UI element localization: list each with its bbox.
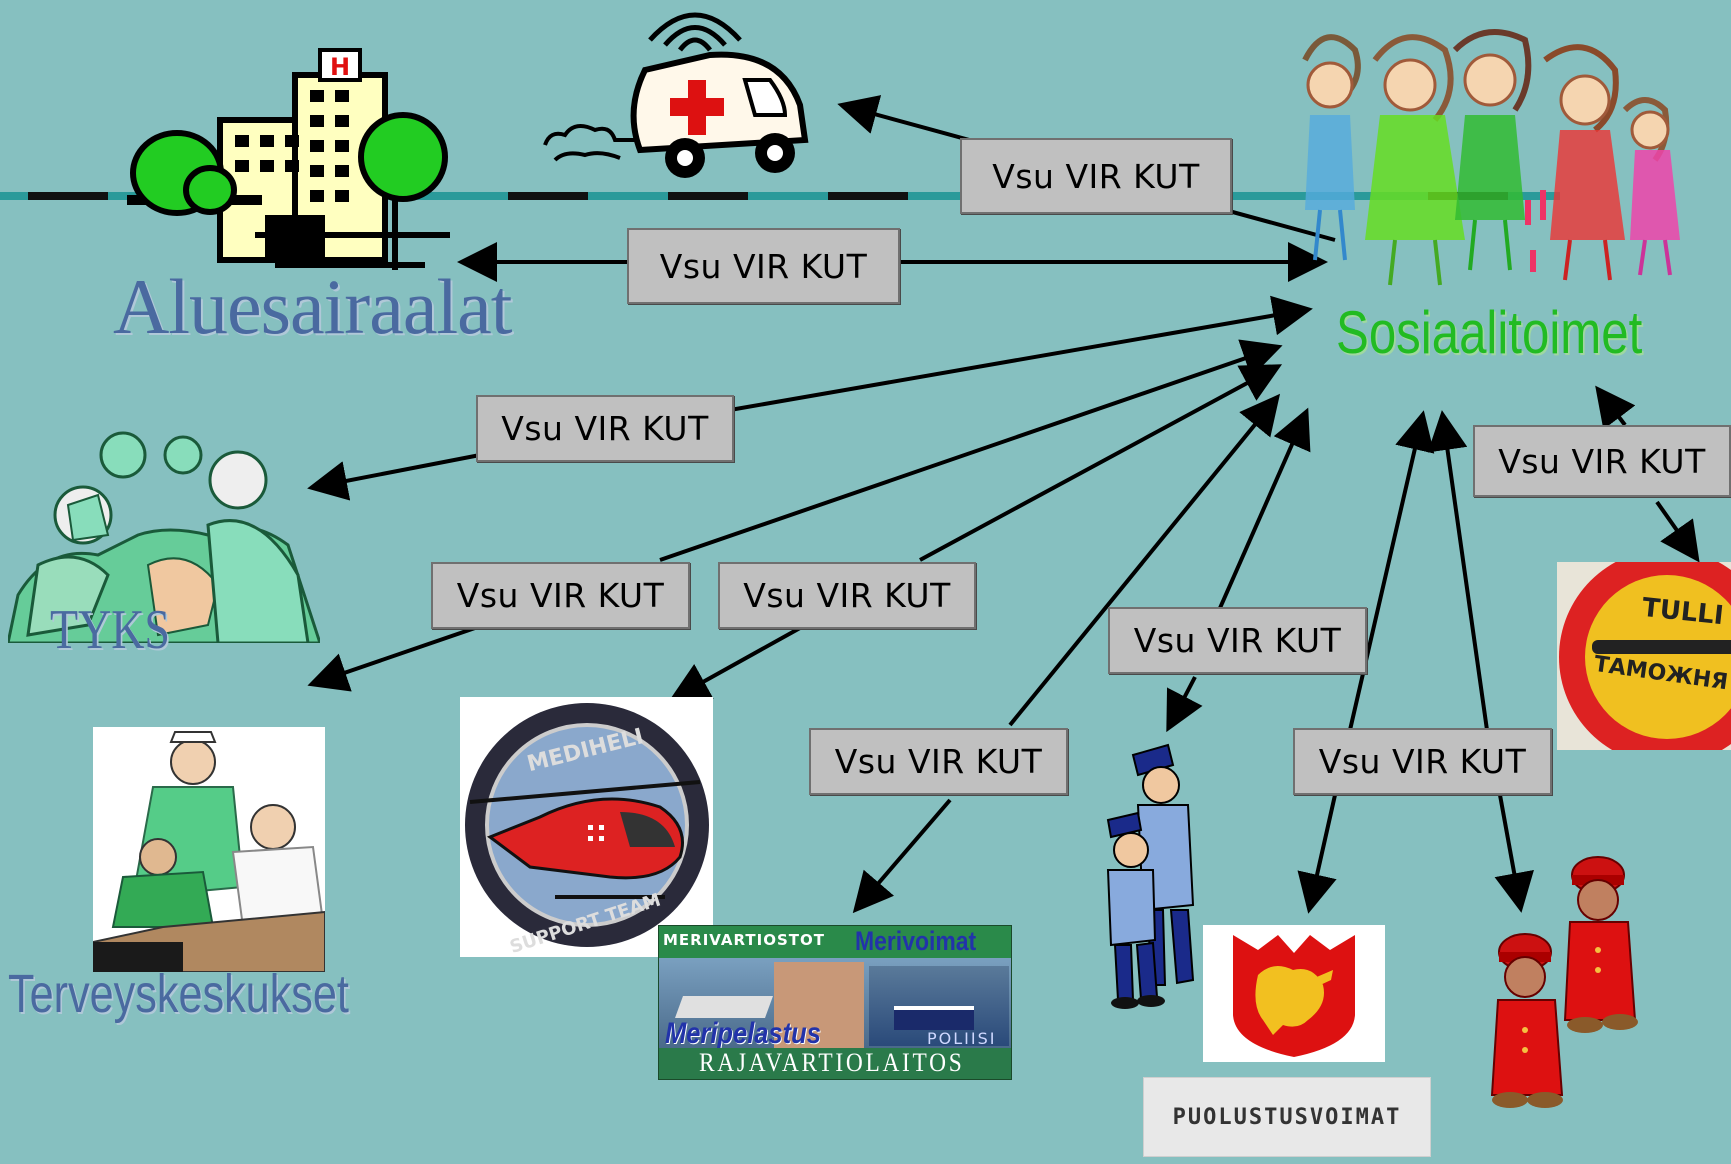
connection-label-ambulance: Vsu VIR KUT (960, 138, 1232, 214)
hospital-label: Aluesairaalat (113, 263, 512, 350)
arrow-to-police (1166, 676, 1203, 733)
arrow-to-rescue (1494, 794, 1534, 913)
ambulance-icon (543, 12, 809, 178)
arrow-police-to-social (1218, 407, 1311, 609)
arrow-to-mediheli (669, 626, 801, 701)
border-guard-image: MERIVARTIOSTOT Merivoimat Meripelastus P… (658, 925, 1012, 1080)
nurse-doctor-icon (93, 727, 325, 972)
surgeons-icon (8, 431, 320, 643)
arrow-defence-to-social (1348, 410, 1435, 731)
arrow-to-health-centers (307, 626, 476, 692)
connection-label-tyks: Vsu VIR KUT (476, 395, 734, 462)
arrow-maritime-to-social (1008, 393, 1281, 727)
arrow-to-defence (1297, 794, 1337, 914)
connection-label-customs: Vsu VIR KUT (1473, 425, 1731, 497)
connection-label-maritime: Vsu VIR KUT (809, 728, 1068, 795)
defence-coat-of-arms-icon (1203, 925, 1385, 1062)
arrow-to-maritime (852, 798, 952, 914)
police-officers-icon (1106, 743, 1195, 1009)
defence-label-box: PUOLUSTUSVOIMAT (1143, 1077, 1431, 1157)
firefighters-icon (1490, 856, 1638, 1108)
tyks-label: TYKS (50, 599, 170, 661)
customs-sign-icon: TULLI ТАМОЖНЯ (1557, 562, 1731, 750)
arrow-customs-to-social (1595, 385, 1636, 430)
health-centers-label: Terveyskeskukset (8, 964, 349, 1024)
svg-text:H: H (330, 53, 350, 81)
maritime-middle: Meripelastus (665, 1017, 821, 1050)
arrow-tyks-to-social (729, 295, 1313, 412)
connection-label-mediheli: Vsu VIR KUT (718, 562, 976, 629)
arrow-mediheli-to-social (919, 364, 1283, 562)
social-services-label: Sosiaalitoimet (1336, 299, 1643, 366)
arrow-health-to-social (659, 339, 1283, 562)
defence-label: PUOLUSTUSVOIMAT (1172, 1104, 1402, 1130)
connection-label-health-centers: Vsu VIR KUT (431, 562, 690, 629)
mediheli-badge-icon: MEDIHELI SUPPORT TEAM (460, 697, 713, 957)
children-drawing-icon (1302, 29, 1680, 286)
arrow-to-tyks (307, 453, 481, 501)
connection-label-hospital: Vsu VIR KUT (627, 228, 900, 304)
hospital-icon: H (127, 48, 450, 270)
maritime-top-right: Merivoimat (855, 926, 977, 956)
arrow-to-customs (1655, 500, 1700, 563)
maritime-bottom: RAJAVARTIOLAITOS (699, 1048, 965, 1077)
arrow-rescue-to-social (1427, 410, 1489, 731)
connection-label-defence-rescue: Vsu VIR KUT (1293, 728, 1552, 795)
connection-label-police: Vsu VIR KUT (1108, 607, 1367, 674)
maritime-police: POLIISI (927, 1029, 997, 1048)
maritime-top-left: MERIVARTIOSTOT (663, 931, 825, 949)
